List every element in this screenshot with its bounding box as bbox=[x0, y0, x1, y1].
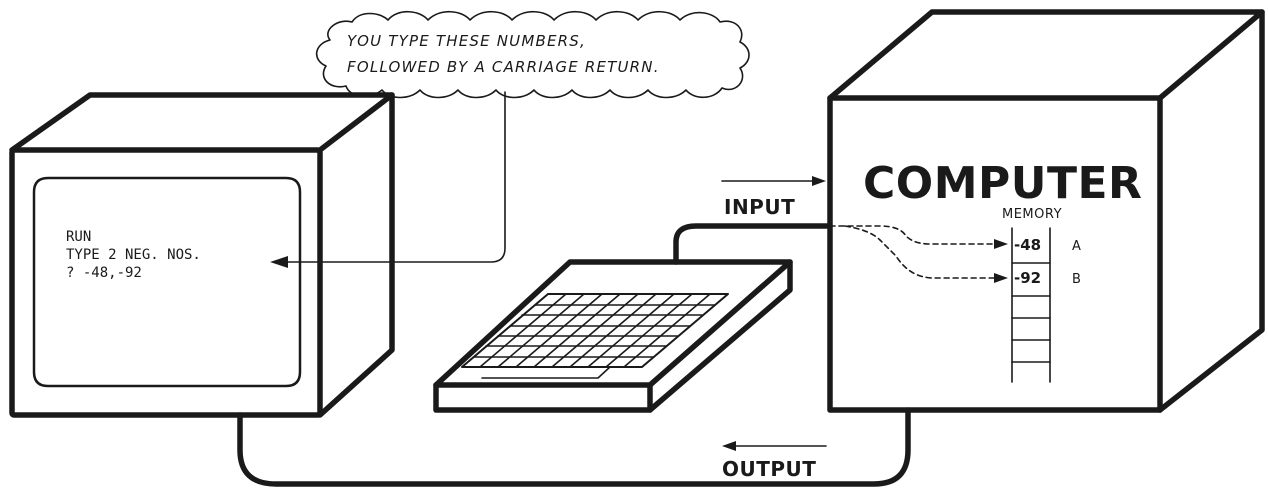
screen-line-2: TYPE 2 NEG. NOS. bbox=[66, 247, 201, 263]
memory-cell-a-name: A bbox=[1072, 239, 1081, 254]
monitor: RUN TYPE 2 NEG. NOS. ? -48,-92 bbox=[9, 92, 395, 418]
data-path-a-arrowhead bbox=[994, 239, 1008, 249]
input-arrowhead bbox=[812, 176, 826, 186]
callout-line-1: YOU TYPE THESE NUMBERS, bbox=[347, 32, 586, 50]
key-grid bbox=[461, 293, 729, 379]
input-label-group: INPUT bbox=[721, 176, 826, 219]
computer-label: COMPUTER bbox=[863, 158, 1142, 209]
input-label: INPUT bbox=[724, 195, 795, 219]
memory-column bbox=[1011, 227, 1051, 383]
callout-pointer-line bbox=[281, 91, 506, 263]
output-arrowhead bbox=[722, 441, 736, 451]
memory-cell-b-name: B bbox=[1072, 272, 1081, 287]
output-label: OUTPUT bbox=[722, 457, 816, 481]
callout-line-2: FOLLOWED BY A CARRIAGE RETURN. bbox=[347, 58, 660, 76]
data-path-b bbox=[844, 225, 997, 279]
memory-cell-a-value: -48 bbox=[1014, 236, 1041, 254]
input-cable bbox=[673, 223, 833, 265]
callout-pointer-arrowhead bbox=[270, 256, 288, 268]
screen-line-3: ? -48,-92 bbox=[66, 265, 142, 281]
screen-line-1: RUN bbox=[66, 229, 91, 245]
monitor-screen bbox=[32, 176, 302, 388]
output-label-group: OUTPUT bbox=[722, 441, 827, 481]
memory-cell-b-value: -92 bbox=[1014, 269, 1041, 287]
memory-label: MEMORY bbox=[1002, 207, 1062, 222]
keyboard bbox=[433, 223, 833, 413]
data-path-b-arrowhead bbox=[994, 273, 1008, 283]
computer: COMPUTER MEMORY -48 A -92 B bbox=[827, 9, 1265, 413]
data-path-a bbox=[829, 225, 997, 245]
callout-cloud: YOU TYPE THESE NUMBERS, FOLLOWED BY A CA… bbox=[315, 10, 750, 99]
output-cable bbox=[237, 407, 911, 487]
